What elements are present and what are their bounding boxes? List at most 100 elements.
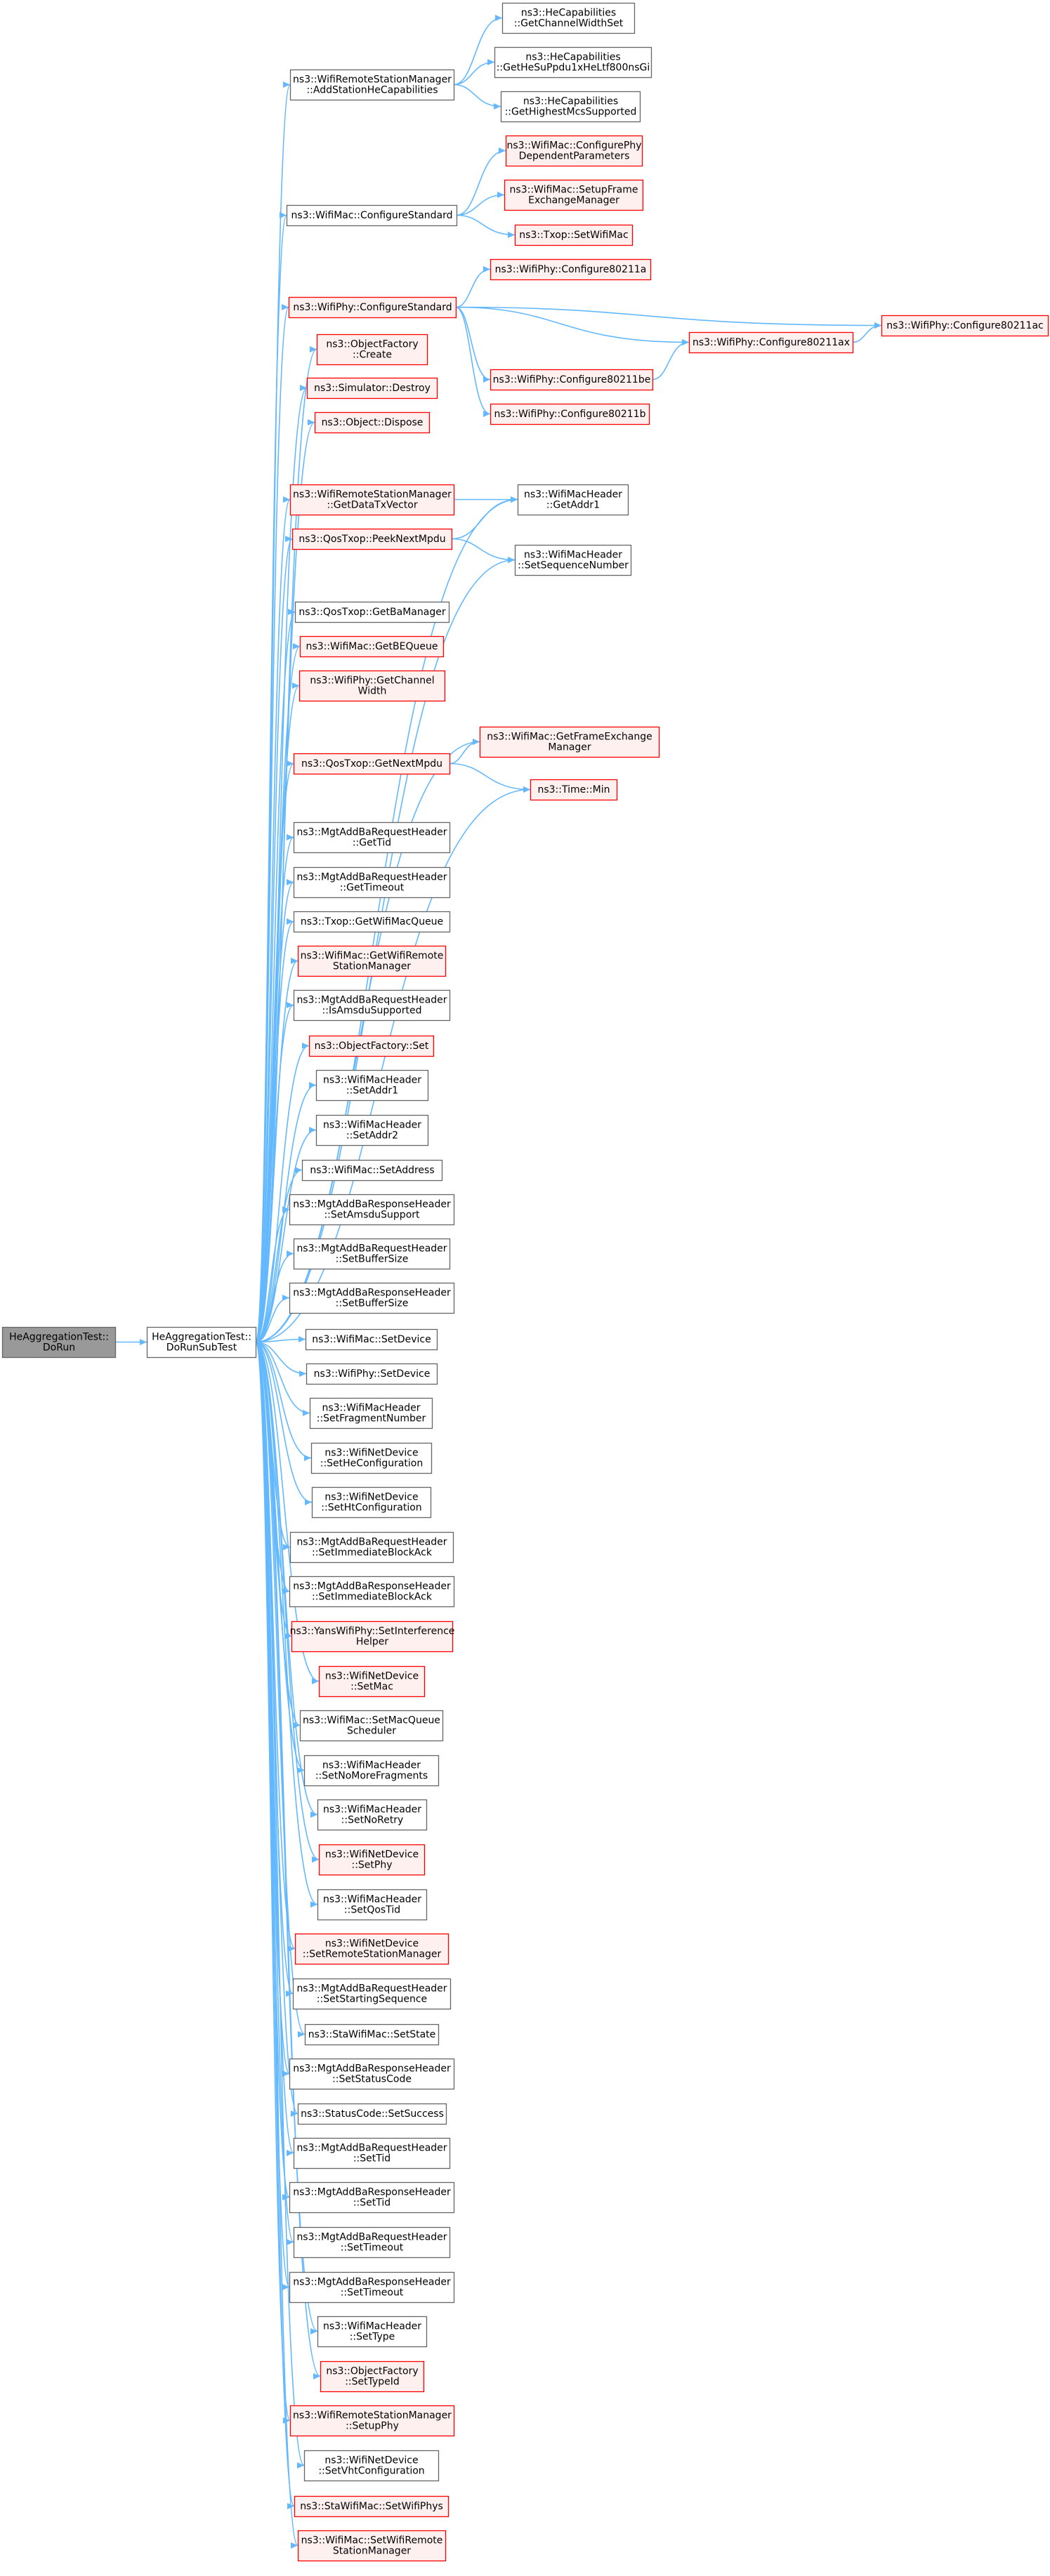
call-node-ns3-hecapabilities-getchannelwidthset[interactable]: ns3::HeCapabilities::GetChannelWidthSet bbox=[501, 2, 636, 34]
node-label: ns3::WifiMacHeader bbox=[323, 2321, 421, 2332]
call-node-ns3-wifiphy-configure80211ac[interactable]: ns3::WifiPhy::Configure80211ac bbox=[881, 315, 1049, 337]
call-node-ns3-wifiphy-configure80211ax[interactable]: ns3::WifiPhy::Configure80211ax bbox=[688, 331, 854, 354]
node-label: ns3::MgtAddBaRequestHeader bbox=[296, 1537, 447, 1548]
node-label: ::GetAddr1 bbox=[546, 500, 600, 511]
call-edge-sub-to-n13 bbox=[255, 1336, 306, 1343]
node-box bbox=[294, 601, 450, 623]
call-edge-addHe-to-getHiMcs bbox=[453, 84, 501, 110]
call-node-ns3-statuscode-setsuccess[interactable]: ns3::StatusCode::SetSuccess bbox=[297, 2103, 447, 2125]
call-node-ns3-wifimacheader-getaddr1[interactable]: ns3::WifiMacHeader::GetAddr1 bbox=[517, 484, 629, 516]
node-box bbox=[308, 1035, 435, 1057]
node-label: ns3::StatusCode::SetSuccess bbox=[301, 2108, 444, 2120]
call-node-ns3-wifimacheader-setqostid[interactable]: ns3::WifiMacHeader::SetQosTid bbox=[317, 1889, 428, 1921]
call-node-ns3-wifimac-setwifiremotestationmanager[interactable]: ns3::WifiMac::SetWifiRemoteStationManage… bbox=[297, 2530, 447, 2562]
call-node-ns3-wifimacheader-setsequencenumber[interactable]: ns3::WifiMacHeader::SetSequenceNumber bbox=[514, 544, 632, 576]
call-node-ns3-stawifimac-setstate[interactable]: ns3::StaWifiMac::SetState bbox=[304, 2023, 440, 2046]
call-node-ns3-qostxop-peeknextmpdu[interactable]: ns3::QosTxop::PeekNextMpdu bbox=[291, 528, 453, 550]
call-node-ns3-wifimac-setdevice[interactable]: ns3::WifiMac::SetDevice bbox=[305, 1328, 438, 1351]
call-node-ns3-wifinetdevice-sethtconfiguration[interactable]: ns3::WifiNetDevice::SetHtConfiguration bbox=[311, 1486, 432, 1519]
node-box bbox=[501, 2, 636, 34]
call-node-ns3-wifinetdevice-setphy[interactable]: ns3::WifiNetDevice::SetPhy bbox=[318, 1844, 426, 1876]
call-node-ns3-wifiremotestationmanager-setupphy[interactable]: ns3::WifiRemoteStationManager::SetupPhy bbox=[289, 2405, 455, 2437]
node-label: ns3::MgtAddBaResponseHeader bbox=[293, 2187, 451, 2198]
node-label: ns3::WifiPhy::Configure80211be bbox=[493, 374, 651, 385]
call-node-ns3-txop-getwifimacqueue[interactable]: ns3::Txop::GetWifiMacQueue bbox=[293, 911, 451, 933]
call-edge-sub-to-phyCfg bbox=[255, 304, 289, 1343]
call-edge-macCfg-to-setupFem bbox=[456, 192, 505, 216]
call-node-ns3-wifiphy-getchannelwidth[interactable]: ns3::WifiPhy::GetChannelWidth bbox=[298, 670, 446, 702]
call-node-ns3-wifimacheader-setfragmentnumber[interactable]: ns3::WifiMacHeader::SetFragmentNumber bbox=[309, 1397, 433, 1429]
call-node-ns3-mgtaddbarequestheader-settimeout[interactable]: ns3::MgtAddBaRequestHeader::SetTimeout bbox=[293, 2226, 451, 2259]
call-node-ns3-hecapabilities-gethesuppdu1xheltf800nsgi[interactable]: ns3::HeCapabilities::GetHeSuPpdu1xHeLtf8… bbox=[494, 46, 652, 79]
call-node-ns3-stawifimac-setwifiphys[interactable]: ns3::StaWifiMac::SetWifiPhys bbox=[294, 2495, 449, 2518]
node-label: ::SetNoMoreFragments bbox=[315, 1771, 428, 1782]
call-node-ns3-mgtaddbarequestheader-setstartingsequence[interactable]: ns3::MgtAddBaRequestHeader::SetStartingS… bbox=[292, 1978, 452, 2010]
node-label: ::SetVhtConfiguration bbox=[318, 2466, 424, 2477]
node-label: ::SetType bbox=[350, 2332, 395, 2343]
node-box bbox=[294, 1933, 449, 1965]
call-node-ns3-qostxop-getnextmpdu[interactable]: ns3::QosTxop::GetNextMpdu bbox=[293, 753, 451, 775]
call-node-ns3-mgtaddbarequestheader-setbuffersize[interactable]: ns3::MgtAddBaRequestHeader::SetBufferSiz… bbox=[293, 1238, 451, 1270]
call-node-ns3-mgtaddbaresponseheader-setimmediateblockack[interactable]: ns3::MgtAddBaResponseHeader::SetImmediat… bbox=[289, 1576, 455, 1608]
node-label: Helper bbox=[356, 1637, 389, 1648]
call-node-ns3-wifimacheader-setnoretry[interactable]: ns3::WifiMacHeader::SetNoRetry bbox=[317, 1799, 428, 1831]
call-node-ns3-mgtaddbaresponseheader-setbuffersize[interactable]: ns3::MgtAddBaResponseHeader::SetBufferSi… bbox=[289, 1282, 455, 1314]
call-node-ns3-wifiremotestationmanager-addstationhecapabilities[interactable]: ns3::WifiRemoteStationManager::AddStatio… bbox=[289, 69, 455, 101]
call-node-ns3-wifiphy-configure80211be[interactable]: ns3::WifiPhy::Configure80211be bbox=[490, 369, 654, 391]
call-node-ns3-wifiphy-configurestandard[interactable]: ns3::WifiPhy::ConfigureStandard bbox=[288, 296, 457, 319]
call-node-ns3-wifimac-getbequeue[interactable]: ns3::WifiMac::GetBEQueue bbox=[299, 635, 445, 658]
call-node-ns3-mgtaddbaresponseheader-settid[interactable]: ns3::MgtAddBaResponseHeader::SetTid bbox=[289, 2181, 455, 2214]
node-label: ::SetHeConfiguration bbox=[320, 1458, 424, 1469]
call-node-ns3-wifimac-getwifiremotestationmanager[interactable]: ns3::WifiMac::GetWifiRemoteStationManage… bbox=[297, 945, 447, 977]
node-label: DependentParameters bbox=[519, 151, 630, 162]
call-node-ns3-objectfactory-create[interactable]: ns3::ObjectFactory::Create bbox=[316, 333, 428, 366]
call-node-ns3-mgtaddbarequestheader-gettimeout[interactable]: ns3::MgtAddBaRequestHeader::GetTimeout bbox=[293, 866, 451, 899]
call-node-ns3-wifinetdevice-setvhtconfiguration[interactable]: ns3::WifiNetDevice::SetVhtConfiguration bbox=[303, 2450, 440, 2482]
node-label: ns3::WifiMacHeader bbox=[323, 1120, 421, 1131]
node-box bbox=[306, 377, 438, 399]
call-edge-sub-to-macCfg bbox=[255, 212, 287, 1343]
call-node-heaggregationtest-dorun: HeAggregationTest::DoRun bbox=[1, 1326, 117, 1359]
node-label: ns3::WifiRemoteStationManager bbox=[293, 489, 452, 501]
call-node-ns3-wifinetdevice-setremotestationmanager[interactable]: ns3::WifiNetDevice::SetRemoteStationMana… bbox=[294, 1933, 449, 1965]
call-node-ns3-time-min[interactable]: ns3::Time::Min bbox=[530, 779, 618, 801]
call-node-ns3-wifiphy-configure80211a[interactable]: ns3::WifiPhy::Configure80211a bbox=[490, 258, 652, 281]
call-node-ns3-wifimacheader-setaddr2[interactable]: ns3::WifiMacHeader::SetAddr2 bbox=[315, 1114, 429, 1147]
node-label: ns3::WifiMac::GetBEQueue bbox=[306, 641, 438, 652]
call-node-ns3-simulator-destroy[interactable]: ns3::Simulator::Destroy bbox=[306, 377, 438, 399]
node-box bbox=[494, 46, 652, 79]
call-node-ns3-wifimac-setaddress[interactable]: ns3::WifiMac::SetAddress bbox=[301, 1159, 443, 1182]
call-node-ns3-wifimac-configurephydependentparameters[interactable]: ns3::WifiMac::ConfigurePhyDependentParam… bbox=[505, 135, 643, 167]
call-node-ns3-mgtaddbaresponseheader-setstatuscode[interactable]: ns3::MgtAddBaResponseHeader::SetStatusCo… bbox=[289, 2058, 455, 2090]
call-node-ns3-wifimacheader-setnomorefragments[interactable]: ns3::WifiMacHeader::SetNoMoreFragments bbox=[303, 1755, 440, 1787]
call-node-ns3-mgtaddbaresponseheader-settimeout[interactable]: ns3::MgtAddBaResponseHeader::SetTimeout bbox=[289, 2271, 455, 2304]
call-node-ns3-wifinetdevice-setheconfiguration[interactable]: ns3::WifiNetDevice::SetHeConfiguration bbox=[310, 1442, 433, 1474]
call-node-ns3-objectfactory-set[interactable]: ns3::ObjectFactory::Set bbox=[308, 1035, 435, 1057]
call-node-heaggregationtest-dorunsubtest[interactable]: HeAggregationTest::DoRunSubTest bbox=[146, 1326, 257, 1359]
call-node-ns3-wifiremotestationmanager-getdatatxvector[interactable]: ns3::WifiRemoteStationManager::GetDataTx… bbox=[289, 484, 455, 516]
node-label: ExchangeManager bbox=[528, 195, 619, 206]
call-node-ns3-txop-setwifimac[interactable]: ns3::Txop::SetWifiMac bbox=[514, 224, 634, 246]
call-node-ns3-wifimacheader-setaddr1[interactable]: ns3::WifiMacHeader::SetAddr1 bbox=[315, 1069, 429, 1102]
call-node-ns3-object-dispose[interactable]: ns3::Object::Dispose bbox=[314, 411, 431, 434]
call-node-ns3-mgtaddbaresponseheader-setamsdusupport[interactable]: ns3::MgtAddBaResponseHeader::SetAmsduSup… bbox=[289, 1194, 455, 1226]
call-node-ns3-mgtaddbarequestheader-settid[interactable]: ns3::MgtAddBaRequestHeader::SetTid bbox=[293, 2137, 451, 2169]
node-label: ns3::MgtAddBaResponseHeader bbox=[293, 2277, 451, 2288]
node-box bbox=[289, 1194, 455, 1226]
call-node-ns3-wifimac-configurestandard[interactable]: ns3::WifiMac::ConfigureStandard bbox=[286, 204, 458, 227]
call-node-ns3-wifiphy-setdevice[interactable]: ns3::WifiPhy::SetDevice bbox=[306, 1363, 438, 1385]
call-node-ns3-mgtaddbarequestheader-setimmediateblockack[interactable]: ns3::MgtAddBaRequestHeader::SetImmediate… bbox=[289, 1531, 454, 1564]
call-node-ns3-mgtaddbarequestheader-gettid[interactable]: ns3::MgtAddBaRequestHeader::GetTid bbox=[293, 821, 451, 854]
call-node-ns3-hecapabilities-gethighestmcssupported[interactable]: ns3::HeCapabilities::GetHighestMcsSuppor… bbox=[500, 91, 641, 123]
node-label: ::SetMac bbox=[350, 1682, 393, 1693]
call-node-ns3-wifinetdevice-setmac[interactable]: ns3::WifiNetDevice::SetMac bbox=[318, 1665, 426, 1698]
call-node-ns3-qostxop-getbamanager[interactable]: ns3::QosTxop::GetBaManager bbox=[294, 601, 450, 623]
call-node-ns3-wifiphy-configure80211b[interactable]: ns3::WifiPhy::Configure80211b bbox=[490, 403, 650, 425]
call-node-ns3-wifimacheader-settype[interactable]: ns3::WifiMacHeader::SetType bbox=[317, 2316, 428, 2348]
call-node-ns3-mgtaddbarequestheader-isamsdusupported[interactable]: ns3::MgtAddBaRequestHeader::IsAmsduSuppo… bbox=[293, 989, 451, 1022]
call-node-ns3-objectfactory-settypeid[interactable]: ns3::ObjectFactory::SetTypeId bbox=[320, 2360, 425, 2393]
